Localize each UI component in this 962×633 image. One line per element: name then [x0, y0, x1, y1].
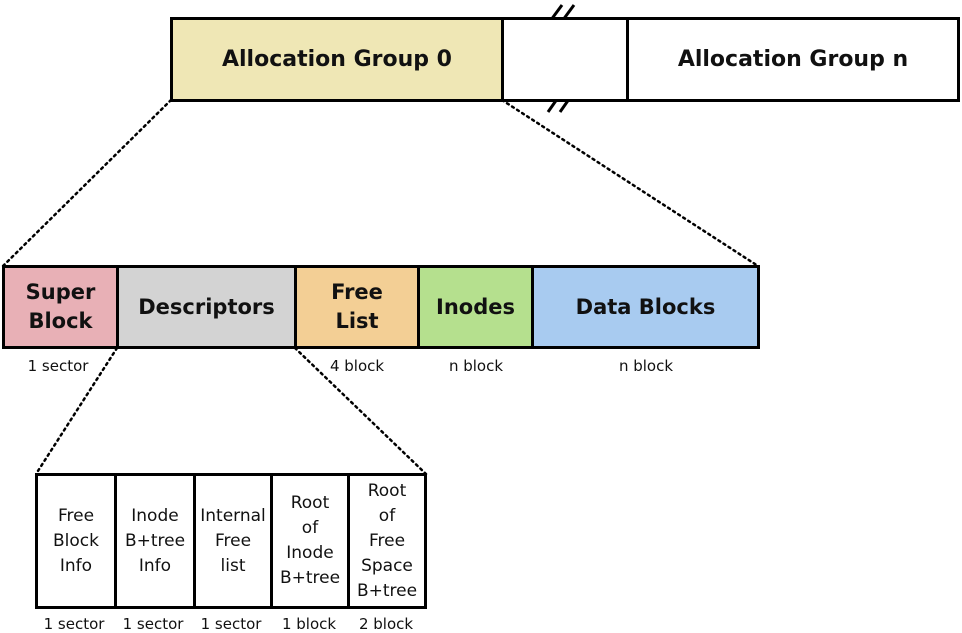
free-list-box: Free List: [294, 265, 420, 349]
inode-btree-info-size: 1 sector: [122, 615, 184, 633]
data-blocks-box: Data Blocks: [531, 265, 760, 349]
allocation-group-gap: [501, 17, 629, 102]
descriptor-zoom-line-left: [34, 346, 119, 476]
descriptors-box: Descriptors: [116, 265, 297, 349]
root-of-inode-btree-box: Root of Inode B+tree: [270, 473, 350, 609]
inode-btree-info-box: Inode B+tree Info: [114, 473, 196, 609]
free-list-size: 4 block: [329, 357, 385, 375]
allocation-group-n: Allocation Group n: [626, 17, 960, 102]
super-block-label: Super Block: [25, 280, 96, 333]
root-of-inode-btree-label: Root of Inode B+tree: [279, 493, 341, 588]
inodes-box: Inodes: [417, 265, 534, 349]
free-block-info-box: Free Block Info: [35, 473, 117, 609]
free-block-info-label: Free Block Info: [53, 505, 99, 576]
inode-btree-info-label: Inode B+tree Info: [124, 505, 186, 576]
descriptors-label: Descriptors: [138, 294, 275, 319]
allocation-group-n-label: Allocation Group n: [677, 47, 909, 72]
root-of-inode-btree-size: 1 block: [281, 615, 337, 633]
zoom-line-left: [1, 98, 173, 268]
internal-free-list-box: Internal Free list: [193, 473, 273, 609]
free-block-info-size: 1 sector: [43, 615, 105, 633]
root-of-free-space-btree-box: Root of Free Space B+tree: [347, 473, 427, 609]
free-list-label: Free List: [331, 280, 383, 333]
inodes-size: n block: [448, 357, 504, 375]
data-blocks-size: n block: [618, 357, 674, 375]
allocation-group-0: Allocation Group 0: [170, 17, 504, 102]
data-blocks-label: Data Blocks: [575, 294, 716, 319]
allocation-group-0-label: Allocation Group 0: [221, 47, 452, 72]
descriptor-zoom-line-right: [293, 346, 428, 476]
zoom-line-right: [500, 98, 760, 268]
internal-free-list-size: 1 sector: [200, 615, 262, 633]
inodes-label: Inodes: [436, 294, 515, 319]
super-block-size: 1 sector: [27, 357, 89, 375]
root-of-free-space-btree-size: 2 block: [358, 615, 414, 633]
internal-free-list-label: Internal Free list: [200, 505, 266, 576]
root-of-free-space-btree-label: Root of Free Space B+tree: [356, 480, 418, 601]
super-block-box: Super Block: [2, 265, 119, 349]
